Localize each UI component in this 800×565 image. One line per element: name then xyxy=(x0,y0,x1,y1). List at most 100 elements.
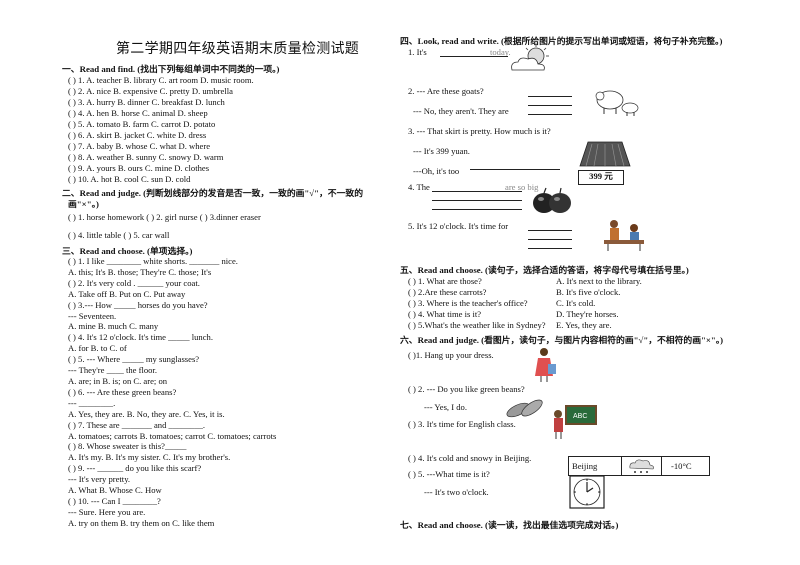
s3-row: ( ) 7. These are _______ and ________. xyxy=(68,419,206,430)
s4-q3: 3. --- That skirt is pretty. How much is… xyxy=(408,126,551,136)
s3-row: ( ) 3.--- How _____ horses do you have? xyxy=(68,299,208,310)
s5-question: ( ) 4. What time is it? xyxy=(408,309,482,319)
s5-answer: B. It's five o'clock. xyxy=(556,287,621,297)
skirt-icon xyxy=(579,141,631,167)
s3-row: ( ) 4. It's 12 o'clock. It's time _____ … xyxy=(68,332,213,343)
s3-row: ( ) 6. --- Are these green beans? xyxy=(68,386,177,397)
s3-row: A. mine B. much C. many xyxy=(68,321,159,332)
green-beans-icon xyxy=(506,399,543,418)
s3-row: A. are; in B. is; on C. are; on xyxy=(68,375,168,386)
s5-question: ( ) 1. What are those? xyxy=(408,276,482,286)
section-5-list: ( ) 1. What are those? A. It's next to th… xyxy=(408,276,648,331)
s4-q4-line-2[interactable] xyxy=(432,200,522,201)
s6-q4: ( ) 4. It's cold and snowy in Beijing. xyxy=(408,453,532,463)
s3-row: A. try on them B. try them on C. like th… xyxy=(68,517,215,528)
s5-answer: D. They're horses. xyxy=(556,309,619,319)
s4-q2-line-2[interactable] xyxy=(528,105,572,106)
s1-row: ( ) 10. A. hot B. cool C. sun D. cold xyxy=(68,174,191,184)
s1-row: ( ) 8. A. weather B. sunny C. snowy D. w… xyxy=(68,152,224,162)
weather-temp: -10°C xyxy=(671,461,692,471)
s4-q5-line-2[interactable] xyxy=(528,239,572,240)
section-1-list: ( ) 1. A. teacher B. library C. art room… xyxy=(68,75,254,185)
s4-q4-hint: are so big xyxy=(505,182,539,192)
section-3-list: ( ) 1. I like ________ white shorts. ___… xyxy=(68,256,276,529)
s4-q3c: ---Oh, it's too xyxy=(413,166,460,176)
s1-row: ( ) 7. A. baby B. whose C. what D. where xyxy=(68,141,211,151)
s4-q4-line-1[interactable] xyxy=(432,191,522,192)
s5-question: ( ) 2.Are these carrots? xyxy=(408,287,487,297)
s1-row: ( ) 5. A. tomato B. farm C. carrot D. po… xyxy=(68,119,216,129)
s4-q2-line-3[interactable] xyxy=(528,114,572,115)
s2-row-1: ( ) 1. horse homework ( ) 2. girl nurse … xyxy=(68,212,261,222)
s6-q1: ( )1. Hang up your dress. xyxy=(408,350,494,360)
s1-row: ( ) 1. A. teacher B. library C. art room… xyxy=(68,75,254,85)
s3-row: A. Yes, they are. B. No, they are. C. Ye… xyxy=(68,408,225,419)
s1-row: ( ) 6. A. skirt B. jacket C. white D. dr… xyxy=(68,130,207,140)
weather-box: Beijing -10°C xyxy=(568,456,710,476)
sheep-icon xyxy=(595,90,639,116)
s4-q3b: --- It's 399 yuan. xyxy=(413,146,470,156)
family-dinner-icon xyxy=(604,220,644,251)
s4-q5-line-3[interactable] xyxy=(528,248,572,249)
girl-hanging-dress-icon xyxy=(535,348,556,382)
s5-answer: A. It's next to the library. xyxy=(556,276,642,286)
s3-row: A. It's my. B. It's my sister. C. It's m… xyxy=(68,452,231,463)
s3-row: --- They're ____ the floor. xyxy=(68,365,157,376)
s3-row: ( ) 9. --- ______ do you like this scarf… xyxy=(68,463,202,474)
section-1-header: 一、Read and find. (找出下列每组单词中不同类的一项。) xyxy=(62,64,280,74)
s4-q4: 4. The xyxy=(408,182,430,192)
s5-row: ( ) 3. Where is the teacher's office? C. … xyxy=(408,298,648,309)
snow-cloud-icon xyxy=(629,459,654,473)
s5-row: ( ) 1. What are those? A. It's next to th… xyxy=(408,276,648,287)
s5-row: ( ) 2.Are these carrots? B. It's five o'c… xyxy=(408,287,648,298)
s3-row: A. What B. Whose C. How xyxy=(68,485,162,496)
s4-q2-line-1[interactable] xyxy=(528,96,572,97)
s5-answer: C. It's cold. xyxy=(556,298,596,308)
s6-q2b: --- Yes, I do. xyxy=(424,402,467,412)
section-7-header: 七、Read and choose. (读一读，找出最佳选项完成对话。) xyxy=(400,520,619,530)
s5-row: ( ) 5.What's the weather like in Sydney?… xyxy=(408,320,648,331)
s3-row: --- Sure. Here you are. xyxy=(68,506,146,517)
s3-row: --- It's very pretty. xyxy=(68,474,131,485)
board-text: ABC xyxy=(573,413,587,420)
s5-question: ( ) 3. Where is the teacher's office? xyxy=(408,298,528,308)
s4-q1-hint: today. xyxy=(490,47,511,57)
s4-q2: 2. --- Are these goats? xyxy=(408,86,484,96)
s3-row: A. this; It's B. those; They're C. those… xyxy=(68,266,212,277)
s3-row: --- Seventeen. xyxy=(68,310,117,321)
s1-row: ( ) 4. A. hen B. horse C. animal D. shee… xyxy=(68,108,208,118)
section-5-header: 五、Read and choose. (读句子，选择合适的答语，将字母代号填在括… xyxy=(400,265,689,275)
sun-cloud-icon xyxy=(511,44,549,71)
s4-q5: 5. It's 12 o'clock. It's time for xyxy=(408,221,509,231)
s3-row: A. Take off B. Put on C. Put away xyxy=(68,288,186,299)
price-tag: 399 元 xyxy=(578,170,624,185)
s5-question: ( ) 5.What's the weather like in Sydney? xyxy=(408,320,546,330)
section-2-header-cont: 画"×"。) xyxy=(68,199,99,209)
weather-city: Beijing xyxy=(572,461,598,471)
s6-q5: ( ) 5. ---What time is it? xyxy=(408,469,490,479)
s3-row: ( ) 1. I like ________ white shorts. ___… xyxy=(68,256,238,266)
s3-row: ( ) 8. Whose sweater is this?_____ xyxy=(68,441,187,452)
s4-q1: 1. It's xyxy=(408,47,427,57)
s3-row: ( ) 10. --- Can I ________? xyxy=(68,495,161,506)
s5-answer: E. Yes, they are. xyxy=(556,320,612,330)
s4-q2b: --- No, they aren't. They are xyxy=(413,106,509,116)
section-4-header: 四、Look, read and write. (根据所给图片的提示写出单词或短… xyxy=(400,36,723,46)
s4-q4-line-3[interactable] xyxy=(432,209,522,210)
s3-row: ( ) 5. --- Where _____ my sunglasses? xyxy=(68,354,200,365)
clock-icon xyxy=(569,475,605,509)
page-title: 第二学期四年级英语期末质量检测试题 xyxy=(116,42,360,57)
s3-row: A. for B. to C. of xyxy=(68,343,127,354)
s2-row-2: ( ) 4. little table ( ) 5. car wall xyxy=(68,230,170,240)
section-2-header: 二、Read and judge. (判断划线部分的发音是否一致，一致的画"√"… xyxy=(62,188,363,198)
s4-q3-blank[interactable] xyxy=(470,169,560,170)
s3-row: ( ) 2. It's very cold . ______ your coat… xyxy=(68,277,200,288)
s4-q1-blank[interactable] xyxy=(440,56,508,57)
weather-divider xyxy=(661,457,662,475)
s1-row: ( ) 9. A. yours B. ours C. mine D. cloth… xyxy=(68,163,210,173)
section-6-header: 六、Read and judge. (看图片，读句子，与图片内容相符的画"√"，… xyxy=(400,335,724,345)
s3-row: A. tomatoes; carrots B. tomatoes; carrot… xyxy=(68,430,277,441)
s6-q2: ( ) 2. --- Do you like green beans? xyxy=(408,384,525,394)
s1-row: ( ) 3. A. hurry B. dinner C. breakfast D… xyxy=(68,97,225,107)
s4-q5-line-1[interactable] xyxy=(528,230,572,231)
